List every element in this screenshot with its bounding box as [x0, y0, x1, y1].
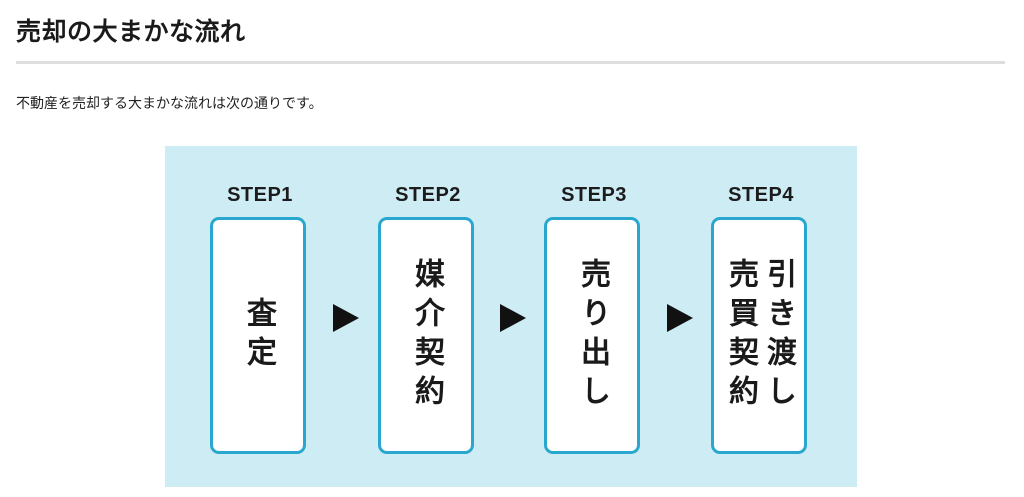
step-2-text: 媒介契約: [409, 257, 444, 414]
step-3-card: 売り出し: [544, 217, 640, 454]
step-1-text: 査定: [241, 296, 276, 375]
step-4-text-handover: 引き渡し: [761, 257, 796, 414]
step-1-card: 査定: [210, 217, 306, 454]
page-title: 売却の大まかな流れ: [16, 17, 246, 46]
sale-flow-diagram: STEP1 査定 STEP2 媒介契約 STEP3 売り出し STEP4 引き渡…: [165, 146, 857, 487]
intro-text: 不動産を売却する大まかな流れは次の通りです。: [16, 96, 323, 112]
step-3-text: 売り出し: [575, 257, 610, 414]
step-4-label: STEP4: [728, 184, 794, 206]
step-2-card: 媒介契約: [378, 217, 474, 454]
triangle-right-icon: [667, 304, 693, 332]
step-2-label: STEP2: [395, 184, 461, 206]
step-1-label: STEP1: [227, 184, 293, 206]
triangle-right-icon: [333, 304, 359, 332]
triangle-right-icon: [500, 304, 526, 332]
title-divider: [16, 61, 1005, 64]
step-4-text-contract: 売買契約: [723, 257, 758, 414]
step-4-card: 引き渡し 売買契約: [711, 217, 807, 454]
step-3-label: STEP3: [561, 184, 627, 206]
